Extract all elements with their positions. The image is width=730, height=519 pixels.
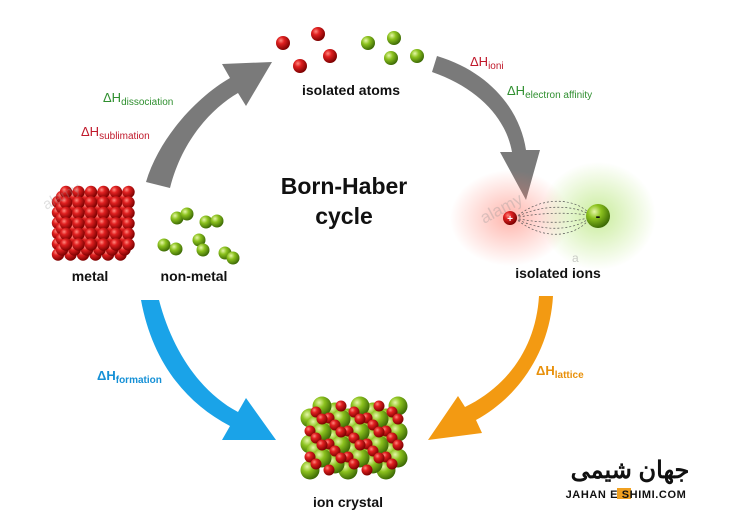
arrow-orange-lattice	[428, 296, 553, 440]
cation-ball	[503, 211, 517, 225]
isolated-ions-label: isolated ions	[515, 265, 601, 281]
arrow-blue-formation	[141, 300, 276, 440]
logo-accent-block	[617, 488, 631, 499]
anion-ball	[586, 204, 610, 228]
dh-dissociation-label: ΔHdissociation	[103, 90, 173, 108]
dh-electron-affinity-label: ΔHelectron affinity	[507, 83, 592, 101]
ion-crystal-icon	[300, 396, 408, 480]
logo-persian-text: جهان شیمی	[571, 457, 690, 485]
watermark-alamy-small: a	[572, 251, 579, 265]
isolated-ions-icon: + -	[450, 162, 656, 270]
isolated-atoms-icon	[276, 27, 424, 73]
jahaneshimi-logo: جهان شیمی JAHAN E SHIMI.COM	[566, 457, 690, 501]
arrow-gray-upper-right	[432, 56, 540, 200]
logo-latin-text: JAHAN E SHIMI.COM	[566, 489, 687, 501]
metal-lattice-icon	[51, 185, 135, 261]
title-line1: Born-Haber	[281, 173, 408, 199]
anion-charge: -	[596, 208, 601, 224]
dh-sublimation-label: ΔHsublimation	[81, 124, 150, 142]
dh-formation-label: ΔHformation	[97, 368, 162, 386]
nonmetal-molecules-icon	[157, 207, 240, 265]
dh-ionization-label: ΔHioni	[470, 54, 504, 72]
non-metal-label: non-metal	[161, 268, 228, 284]
cation-charge: +	[507, 214, 513, 225]
arrow-gray-upper-left	[146, 62, 272, 188]
isolated-atoms-label: isolated atoms	[302, 82, 400, 98]
metal-label: metal	[72, 268, 109, 284]
ion-crystal-label: ion crystal	[313, 494, 383, 510]
title-line2: cycle	[315, 203, 373, 229]
dh-lattice-label: ΔHlattice	[536, 363, 584, 381]
